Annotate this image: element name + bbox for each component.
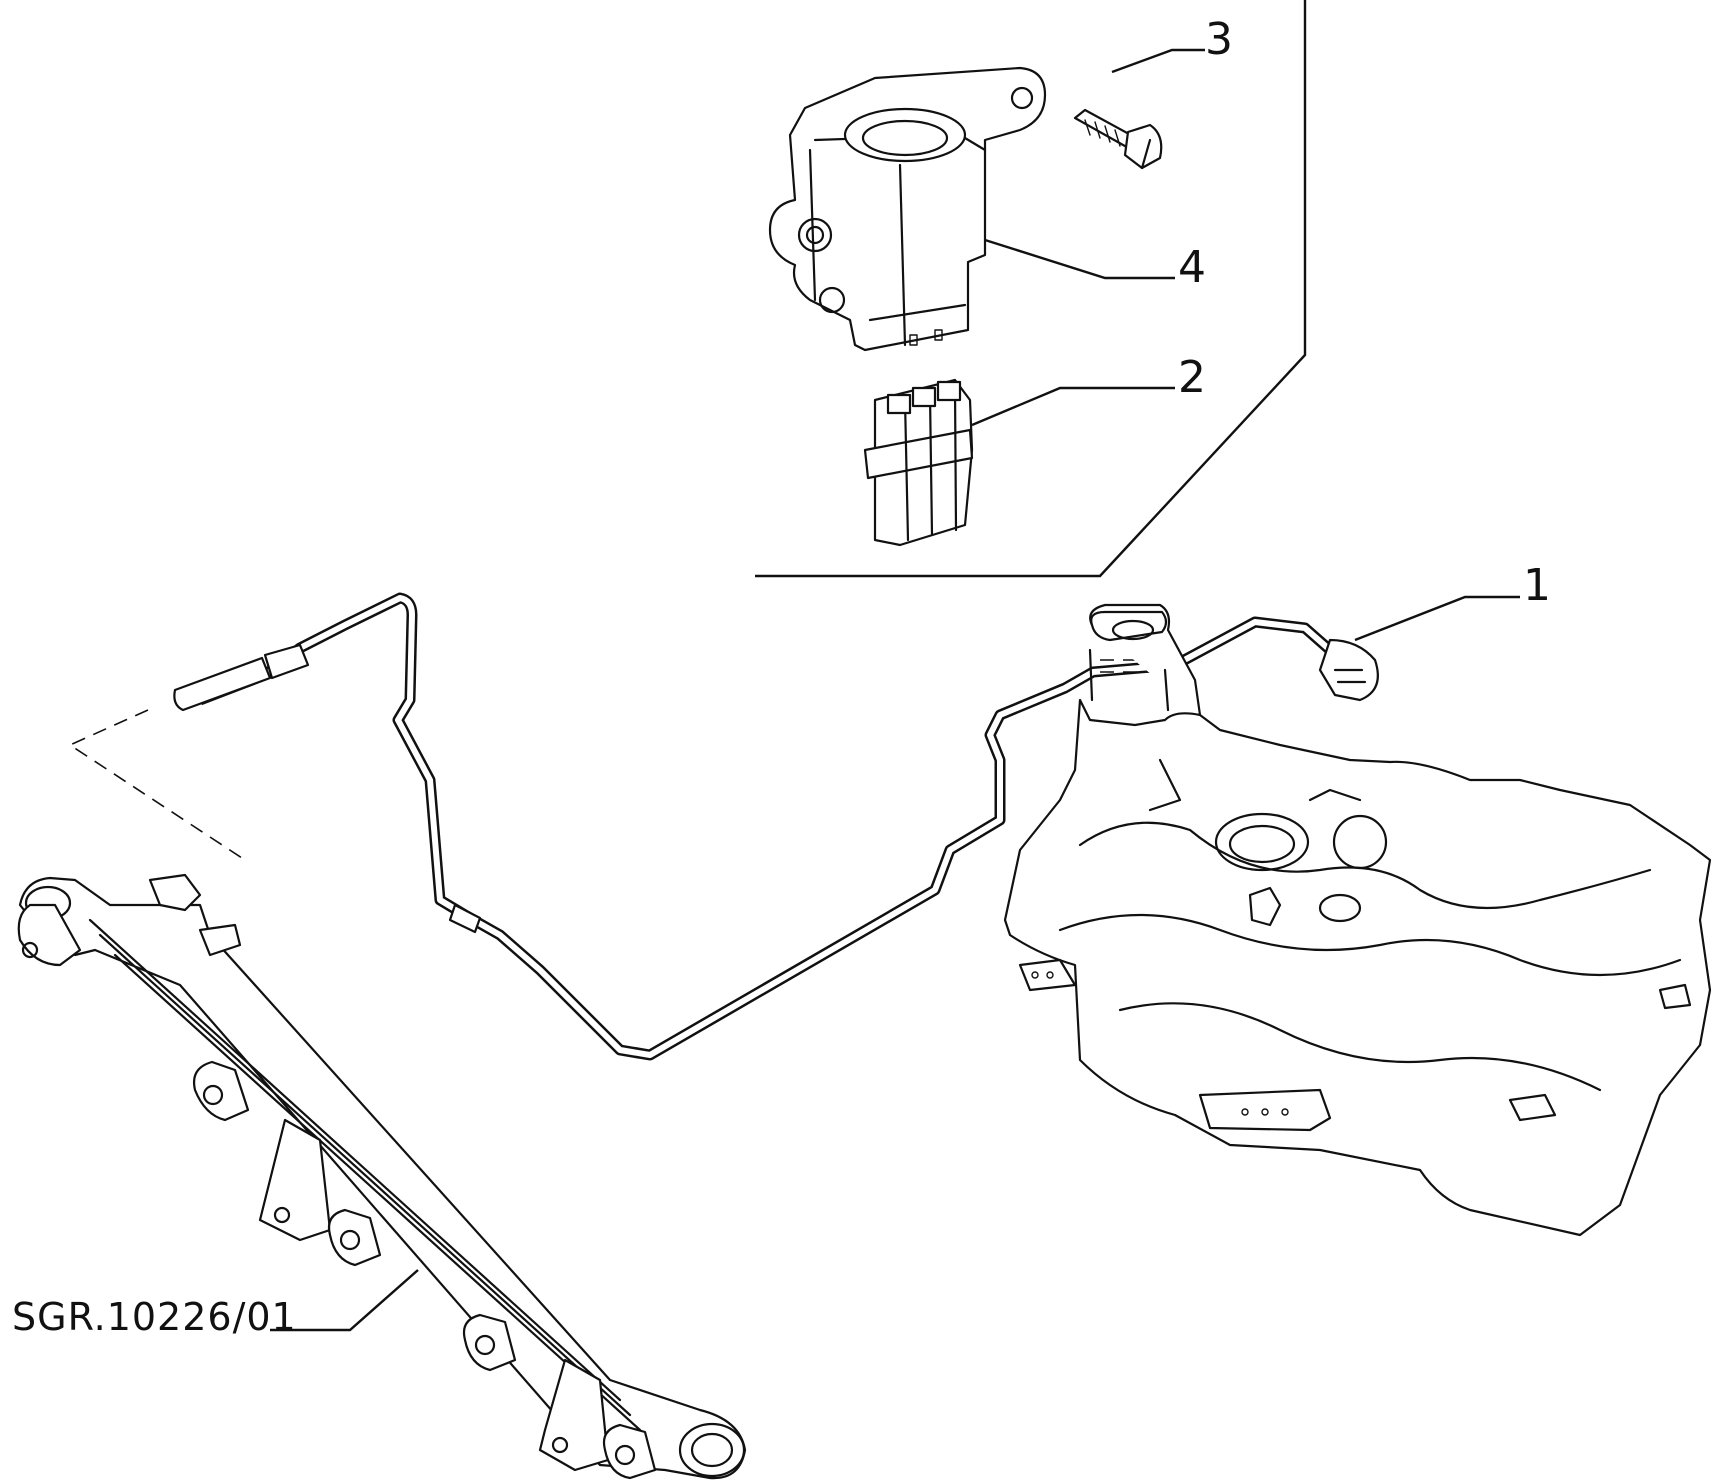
part-3-screw [1073, 108, 1163, 170]
callout-3: 3 [1205, 14, 1233, 65]
callout-4: 4 [1178, 242, 1206, 293]
part-2-connector [863, 378, 974, 547]
part-4-housing [768, 66, 1047, 352]
drawing-reference: SGR.10226/01 [12, 1295, 297, 1339]
fuel-tank [1003, 603, 1712, 1237]
dashed-connector [68, 709, 246, 861]
callout-1: 1 [1523, 560, 1551, 611]
callout-2: 2 [1178, 352, 1206, 403]
fuel-line [173, 592, 1379, 1061]
leader-lines [270, 48, 1520, 1332]
detail-frame [755, 0, 1307, 578]
fuel-rail [17, 873, 747, 1480]
hidden-line [1100, 659, 1180, 673]
